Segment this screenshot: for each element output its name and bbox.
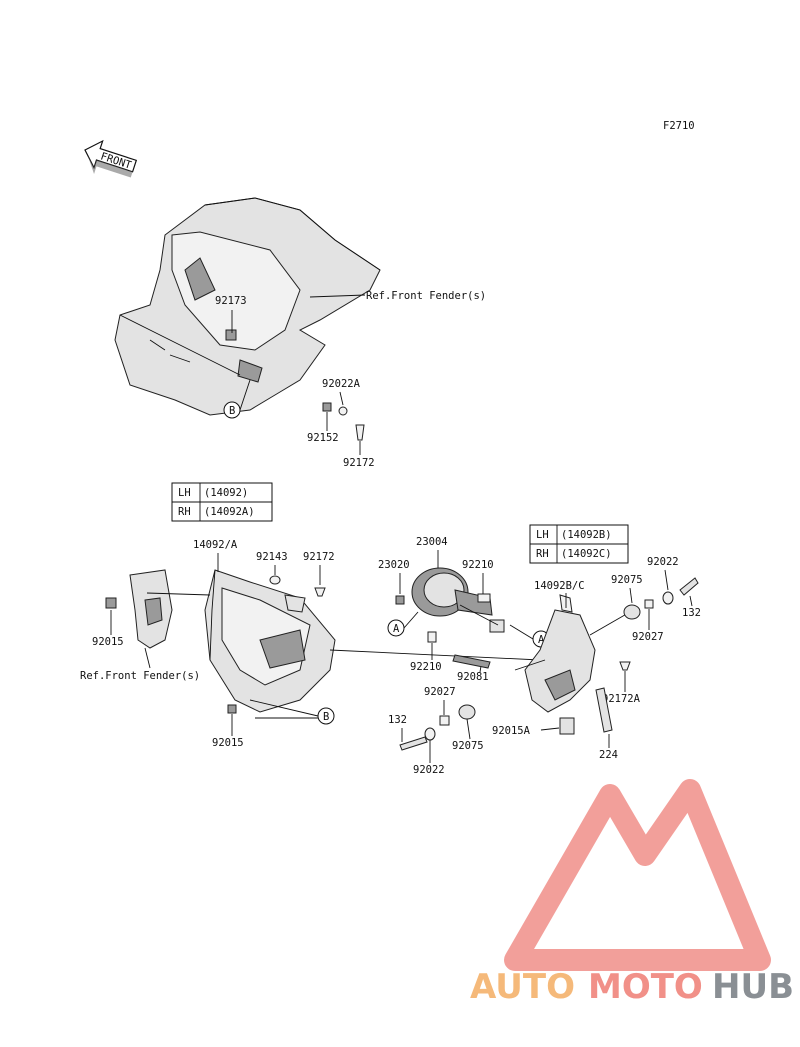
callout-92210-top: 92210 — [462, 559, 494, 571]
callout-92027-top: 92027 — [632, 631, 664, 643]
callout-92022-bottom: 92022 — [413, 764, 445, 776]
callout-92015-left: 92015 — [92, 636, 124, 648]
front-fender-assembly — [114, 197, 381, 416]
marker-b-top: B — [229, 405, 235, 417]
front-arrow-icon: FRONT — [84, 139, 138, 178]
callout-92172A: 92172A — [602, 693, 641, 705]
callout-ref-front-fender-left: Ref.Front Fender(s) — [80, 670, 200, 682]
table-left-part-0: (14092) — [204, 487, 248, 499]
callout-92172-mid: 92172 — [303, 551, 335, 563]
callout-14092A: 14092/A — [193, 539, 238, 551]
diagram-code: F2710 — [663, 120, 695, 132]
table-left: LH (14092) RH (14092A) — [171, 482, 273, 522]
table-left-side-1: RH — [178, 506, 191, 518]
marker-b-bottom: B — [323, 711, 329, 723]
callout-132-left: 132 — [388, 714, 407, 726]
table-right: LH (14092B) RH (14092C) — [529, 524, 629, 564]
callout-92210-bottom: 92210 — [410, 661, 442, 673]
callout-92027-bottom: 92027 — [424, 686, 456, 698]
callout-132-right: 132 — [682, 607, 701, 619]
logo-auto: AUTO — [470, 967, 575, 1007]
callout-92015A: 92015A — [492, 725, 531, 737]
callout-224: 224 — [599, 749, 618, 761]
callout-92075-top: 92075 — [611, 574, 643, 586]
callout-92022A: 92022A — [322, 378, 361, 390]
marker-a-left: A — [393, 623, 400, 635]
callout-92022-right: 92022 — [647, 556, 679, 568]
table-right-part-1: (14092C) — [561, 548, 612, 560]
table-right-part-0: (14092B) — [561, 529, 612, 541]
headlamp-unit — [395, 567, 505, 643]
callout-23004: 23004 — [416, 536, 448, 548]
table-left-side-0: LH — [178, 487, 191, 499]
logo-hub: HUB — [712, 967, 794, 1007]
table-left-part-1: (14092A) — [204, 506, 255, 518]
callout-92143: 92143 — [256, 551, 288, 563]
callout-23020: 23020 — [378, 559, 410, 571]
logo-triangle-icon — [504, 779, 771, 971]
callout-ref-front-fender-top: Ref.Front Fender(s) — [366, 290, 486, 302]
callout-14092BC: 14092B/C — [534, 580, 585, 592]
table-right-side-1: RH — [536, 548, 549, 560]
callout-92081: 92081 — [457, 671, 489, 683]
automotohub-logo: AUTO MOTO HUB — [470, 779, 794, 1007]
callout-92015-bottom: 92015 — [212, 737, 244, 749]
right-bracket — [524, 594, 596, 713]
callout-92152: 92152 — [307, 432, 339, 444]
marker-a-right: A — [538, 634, 545, 646]
callout-92075-bottom: 92075 — [452, 740, 484, 752]
callout-92172-top: 92172 — [343, 457, 375, 469]
callout-92173: 92173 — [215, 295, 247, 307]
logo-moto: MOTO — [588, 967, 703, 1007]
table-right-side-0: LH — [536, 529, 549, 541]
headlight-housing — [204, 569, 336, 714]
